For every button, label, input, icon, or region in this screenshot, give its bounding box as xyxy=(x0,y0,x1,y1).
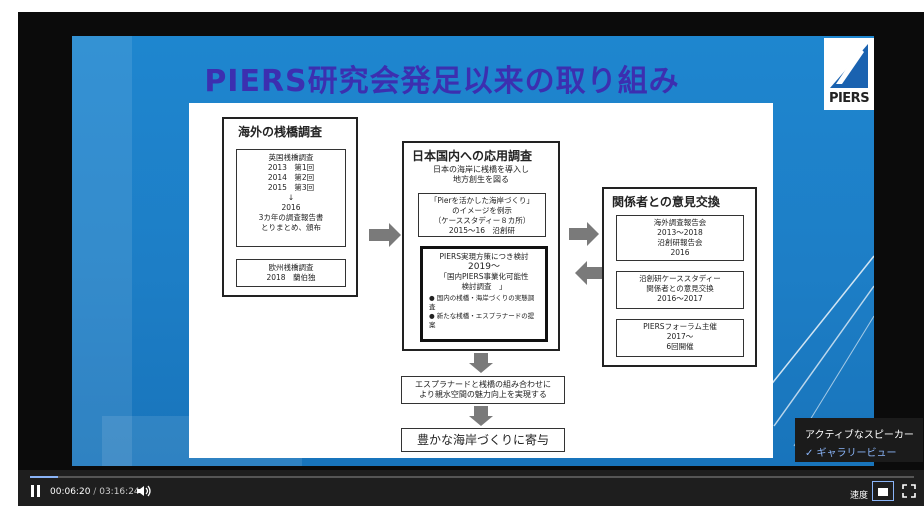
domestic-intro: 日本の海岸に桟橋を導入し 地方創生を図る xyxy=(404,165,558,185)
player-controls: 00:06:20 / 03:16:24 速度 xyxy=(18,470,924,506)
uk-line: 2013 第1回 xyxy=(267,163,315,172)
speed-label[interactable]: 速度 xyxy=(850,491,869,501)
view-option-gallery[interactable]: ✓ ギャラリービュー xyxy=(805,448,897,459)
plan-line: 「国内PIERS事業化可能性 xyxy=(439,272,529,281)
arrow-right-2-head xyxy=(587,222,599,246)
arrow-down-2 xyxy=(474,406,488,416)
pause-icon[interactable] xyxy=(30,484,42,498)
presentation-slide: PIERS研究会発足以来の取り組み PIERS 海外の桟橋調査 英国桟橋調査 2… xyxy=(72,36,874,466)
plan-line: PIERS実現方策につき検討 xyxy=(439,252,529,261)
volume-icon[interactable] xyxy=(136,484,152,498)
eu-line: 2018 蘭伯独 xyxy=(266,273,316,282)
esplanade-line: エスプラナードと桟橋の組み合わせに xyxy=(415,380,551,389)
piers-logo: PIERS xyxy=(824,38,874,110)
uk-survey-box: 英国桟橋調査 2013 第1回 2014 第2回 2015 第3回 ↓ 2016… xyxy=(236,149,346,247)
intro-line: 地方創生を図る xyxy=(453,175,509,184)
stakeholder-exchange-box: 関係者との意見交換 海外調査報告会 2013～2018 沿創研報告会 2016 … xyxy=(602,187,757,367)
piers-logo-text: PIERS xyxy=(828,91,870,106)
uk-line: とりまとめ、頒布 xyxy=(261,223,321,232)
piers-forum-box: PIERSフォーラム主催 2017～ 6回開催 xyxy=(616,319,744,357)
plan-bullet: ● 国内の桟橋・海岸づくりの実態調査 xyxy=(429,294,535,311)
arrow-right-2 xyxy=(569,228,587,240)
forum-line: 6回開催 xyxy=(666,342,694,351)
uk-line: 3カ年の調査報告書 xyxy=(258,213,324,222)
view-menu-popup: アクティブなスピーカー ✓ ギャラリービュー xyxy=(795,418,923,462)
eu-line: 欧州桟橋調査 xyxy=(268,263,314,272)
stakeholder-exchange-title: 関係者との意見交換 xyxy=(612,195,720,209)
case-line: のイメージを例示 xyxy=(452,206,512,215)
piers-logo-mark-icon xyxy=(830,44,868,88)
arrow-right-1 xyxy=(369,229,389,241)
view-option-active-speaker[interactable]: アクティブなスピーカー xyxy=(805,430,914,441)
report-meeting-box: 海外調査報告会 2013～2018 沿創研報告会 2016 xyxy=(616,215,744,261)
exchange-line: 沿創研ケーススタディー xyxy=(639,274,721,283)
case-study-exchange-box: 沿創研ケーススタディー 関係者との意見交換 2016～2017 xyxy=(616,271,744,309)
uk-line: ↓ xyxy=(287,193,295,202)
case-study-box: 「Pierを活かした海岸づくり」 のイメージを例示 （ケーススタディー８カ所） … xyxy=(418,193,546,237)
report-line: 2013～2018 xyxy=(657,228,703,237)
report-line: 沿創研報告会 xyxy=(657,238,703,247)
arrow-right-1-head xyxy=(389,223,401,247)
arrow-down-2-head xyxy=(469,416,493,426)
arrow-left-3 xyxy=(587,267,605,279)
gallery-view-button[interactable] xyxy=(872,481,894,501)
forum-line: PIERSフォーラム主催 xyxy=(643,322,717,331)
uk-line: 2016 xyxy=(281,203,301,212)
plan-bullet: ● 新たな桟橋・エスプラナードの提案 xyxy=(429,312,535,329)
plan-line: 検討調査 」 xyxy=(461,282,507,291)
forum-line: 2017～ xyxy=(666,332,694,341)
slide-title: PIERS研究会発足以来の取り組み xyxy=(204,64,680,99)
fullscreen-icon[interactable] xyxy=(902,484,916,498)
arrow-down-1-head xyxy=(469,363,493,373)
exchange-line: 関係者との意見交換 xyxy=(646,284,714,293)
piers-plan-box: PIERS実現方策につき検討 2019～ 「国内PIERS事業化可能性 検討調査… xyxy=(420,246,548,342)
case-line: 「Pierを活かした海岸づくり」 xyxy=(429,196,535,205)
progress-bar[interactable] xyxy=(30,476,914,478)
uk-line: 英国桟橋調査 xyxy=(268,153,314,162)
esplanade-box: エスプラナードと桟橋の組み合わせに より親水空間の魅力向上を実現する xyxy=(401,376,565,404)
time-total: 03:16:24 xyxy=(99,487,140,497)
diagram-panel: 海外の桟橋調査 英国桟橋調査 2013 第1回 2014 第2回 2015 第3… xyxy=(189,103,773,458)
domestic-application-box: 日本国内への応用調査 日本の海岸に桟橋を導入し 地方創生を図る 「Pierを活か… xyxy=(402,141,560,351)
exchange-line: 2016～2017 xyxy=(657,294,703,303)
time-current: 00:06:20 xyxy=(50,487,91,497)
time-separator: / xyxy=(93,487,97,497)
report-line: 2016 xyxy=(670,248,690,257)
plan-bullet-text: 国内の桟橋・海岸づくりの実態調査 xyxy=(429,294,535,311)
domestic-application-title: 日本国内への応用調査 xyxy=(412,149,533,163)
overseas-survey-title: 海外の桟橋調査 xyxy=(238,125,323,139)
uk-line: 2015 第3回 xyxy=(267,183,315,192)
plan-line: 2019～ xyxy=(468,262,500,272)
eu-survey-box: 欧州桟橋調査 2018 蘭伯独 xyxy=(236,259,346,287)
esplanade-line: より親水空間の魅力向上を実現する xyxy=(419,390,547,399)
arrow-left-3-head xyxy=(575,261,587,285)
uk-line: 2014 第2回 xyxy=(267,173,315,182)
slide-glass-panel-left xyxy=(72,36,132,466)
progress-bar-fill xyxy=(30,476,59,478)
plan-bullet-text: 新たな桟橋・エスプラナードの提案 xyxy=(429,312,535,329)
gallery-view-icon xyxy=(878,486,888,496)
case-line: （ケーススタディー８カ所） xyxy=(433,216,531,225)
case-line: 2015～16 沿創研 xyxy=(448,226,516,235)
overseas-survey-box: 海外の桟橋調査 英国桟橋調査 2013 第1回 2014 第2回 2015 第3… xyxy=(222,117,358,297)
rich-coast-text: 豊かな海岸づくりに寄与 xyxy=(416,433,549,447)
time-display: 00:06:20 / 03:16:24 xyxy=(50,487,140,497)
arrow-down-1 xyxy=(474,353,488,363)
rich-coast-box: 豊かな海岸づくりに寄与 xyxy=(401,428,565,452)
report-line: 海外調査報告会 xyxy=(653,218,707,227)
intro-line: 日本の海岸に桟橋を導入し xyxy=(433,165,529,174)
